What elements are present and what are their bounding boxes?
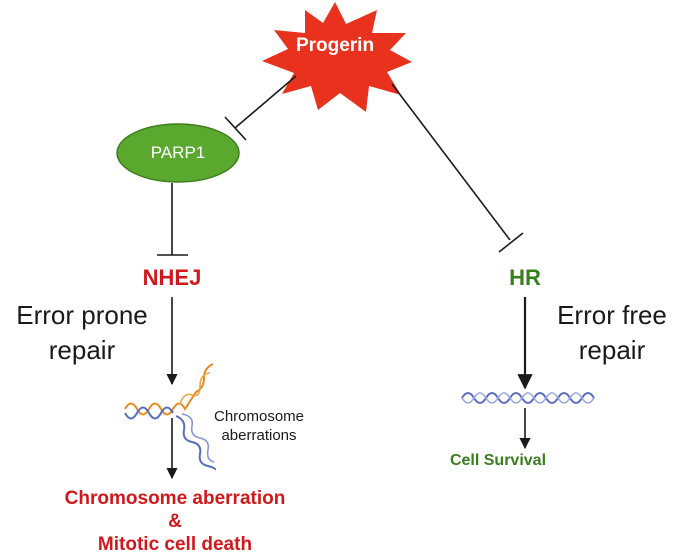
cell-survival-label: Cell Survival [449, 452, 547, 469]
outcome-line-3: Mitotic cell death [97, 534, 253, 555]
chromosome-aberrations-line-2: aberrations [221, 427, 297, 444]
outcome-line-2: & [168, 511, 182, 532]
damaged-dna-strand-blue [124, 406, 174, 420]
error-prone-line-2: repair [48, 335, 116, 365]
intact-dna-strand-b [461, 392, 595, 404]
error-free-line-1: Error free [557, 300, 667, 330]
parp1-label: PARP1 [150, 143, 206, 162]
nhej-label: NHEJ [142, 265, 202, 290]
damaged-dna-strand-blue-lower [175, 415, 217, 471]
damaged-dna-strand-orange-upper [179, 372, 211, 405]
error-free-line-2: repair [578, 335, 646, 365]
chromosome-aberrations-line-1: Chromosome [213, 408, 305, 425]
progerin-starburst [262, 2, 412, 112]
parp1-ellipse [116, 123, 240, 183]
hr-label: HR [509, 265, 541, 290]
progerin-label: Progerin [295, 35, 375, 56]
damaged-dna-strand-blue-lower-2 [181, 413, 215, 463]
progerin-parp1-bar [224, 116, 247, 141]
damaged-dna-helix [124, 363, 217, 471]
progerin-hr-bar [498, 232, 524, 253]
outcome-line-1: Chromosome aberration [64, 488, 286, 509]
progerin-parp1-inhibition [234, 75, 297, 129]
intact-dna-strand-a [461, 392, 595, 404]
error-prone-line-1: Error prone [16, 300, 148, 330]
intact-dna-helix [461, 392, 595, 404]
progerin-hr-inhibition [391, 83, 511, 241]
